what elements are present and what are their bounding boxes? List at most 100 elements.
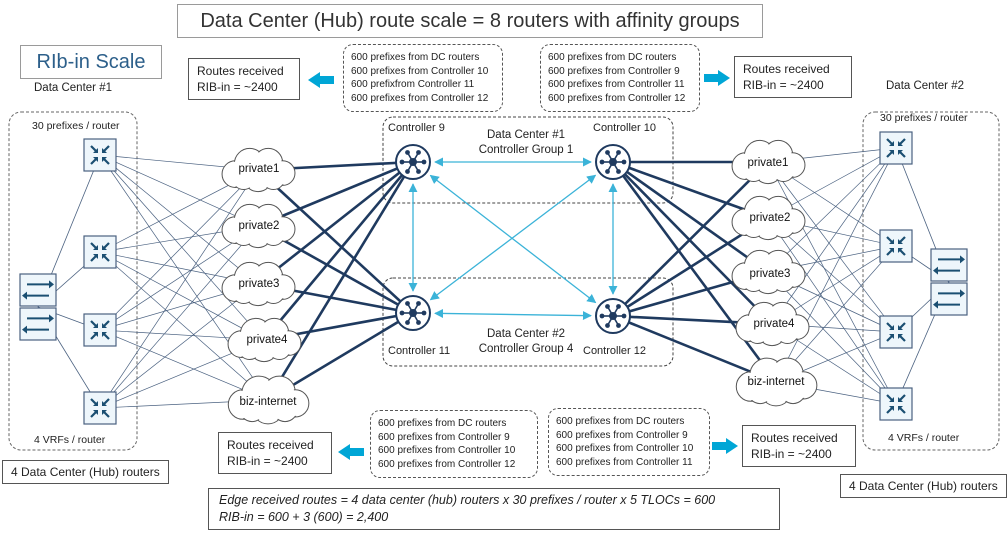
cloud-fill: [263, 281, 284, 303]
controller-core: [609, 158, 617, 166]
cloud-right-5: [735, 357, 818, 407]
cloud-fill: [263, 223, 284, 245]
router-arrowhead: [102, 401, 107, 406]
cloud-right-4: [735, 301, 810, 347]
block-arrow-bottom-left: [338, 444, 364, 460]
arrow-c10-c11: [429, 174, 597, 301]
cloud-left-2: [221, 203, 296, 249]
routes-line1: Routes received: [227, 438, 314, 452]
dc1-hubs-box: 4 Data Center (Hub) routers: [2, 460, 169, 484]
controller-core: [409, 309, 417, 317]
switch-arrowhead: [960, 255, 965, 264]
controller-dot: [405, 169, 410, 174]
router-box: [83, 235, 117, 269]
link-router-cloud-left: [99, 154, 265, 341]
prefix-line: 600 prefixes from Controller 10: [556, 443, 694, 454]
prefix-line: 600 prefixes from Controller 12: [378, 458, 516, 470]
switch-arrowhead: [933, 300, 938, 309]
link-router-cloud-left: [99, 329, 269, 401]
dc1-prefixes: 30 prefixes / router: [32, 120, 120, 132]
cloud-left-1-label: private1: [238, 163, 280, 175]
prefix-line: 600 prefixes from Controller 9: [556, 429, 688, 441]
controller-dot: [421, 159, 427, 165]
cloud-fill: [773, 215, 794, 237]
page-title: Data Center (Hub) route scale = 8 router…: [177, 4, 763, 38]
router-arrowhead: [889, 334, 894, 339]
group4-line2: Controller Group 4: [478, 343, 574, 355]
router-box: [83, 313, 117, 347]
controller-dot: [421, 310, 427, 316]
link-router-cloud-left: [99, 154, 259, 285]
cloud-left-5-label: biz-internet: [239, 396, 297, 408]
routes-line1: Routes received: [751, 431, 838, 445]
router-arrowhead: [898, 406, 903, 411]
router-arrowhead: [102, 332, 107, 337]
controller-10-label: Controller 10: [593, 122, 656, 134]
switch-box: [19, 273, 57, 307]
link-cloud-controller-right: [612, 161, 769, 317]
link-router-cloud-left: [99, 169, 259, 409]
block-arrow-top-right: [704, 70, 730, 86]
cloud-right-3-label: private3: [749, 268, 791, 280]
controller-dot: [405, 301, 410, 306]
cloud-fill: [233, 281, 254, 303]
prefix-line: 600 prefixes from DC routers: [351, 52, 480, 63]
dc2-name: Data Center #2: [886, 80, 964, 92]
router-arrowhead: [93, 332, 98, 337]
router-arrowhead: [898, 239, 903, 244]
edge-routes-formula: Edge received routes = 4 data center (hu…: [208, 488, 780, 530]
router-icon-dc1-3: [83, 313, 117, 347]
prefix-box-top-right: 600 prefixes from DC routers 600 prefixe…: [540, 44, 700, 112]
cloud-fill: [747, 321, 768, 343]
link-router-cloud-right: [767, 217, 897, 405]
routes-box-top-left: Routes received RIB-in = ~2400: [188, 58, 300, 100]
routes-line2: RIB-in = ~2400: [197, 80, 278, 94]
router-arrowhead: [102, 410, 107, 415]
router-arrowhead: [93, 148, 98, 153]
controller-11-icon: [395, 295, 431, 331]
controller-core: [409, 158, 417, 166]
routes-line1: Routes received: [743, 62, 830, 76]
group1-label: Data Center #1 Controller Group 1: [456, 128, 596, 158]
routes-line2: RIB-in = ~2400: [743, 78, 824, 92]
router-icon-dc2-3: [879, 315, 913, 349]
router-icon-dc2-4: [879, 387, 913, 421]
routes-line2: RIB-in = ~2400: [751, 447, 832, 461]
controller-dot: [399, 159, 405, 165]
dc2-region: [862, 111, 1000, 451]
link-router-cloud-left: [99, 169, 259, 331]
routes-box-bottom-right: Routes received RIB-in = ~2400: [742, 425, 856, 467]
prefix-line: 600 prefixfrom Controller 11: [351, 79, 475, 90]
router-arrowhead: [93, 323, 98, 328]
cloud-right-3: [731, 249, 806, 295]
controller-11-label: Controller 11: [388, 345, 451, 357]
link-cloud-controller-left: [266, 161, 415, 401]
router-arrowhead: [898, 334, 903, 339]
link-cloud-controller-left: [263, 161, 414, 341]
prefix-box-bottom-left: 600 prefixes from DC routers 600 prefixe…: [370, 410, 538, 478]
controller-dot: [599, 313, 605, 319]
switch-arrowhead: [933, 266, 938, 275]
prefix-line: 600 prefixes from Controller 12: [548, 92, 686, 104]
controller-dot: [605, 304, 610, 309]
cloud-fill: [273, 397, 297, 421]
prefix-line: 600 prefixes from Controller 10: [378, 445, 516, 456]
controller-dot: [399, 310, 405, 316]
cloud-fill: [743, 159, 764, 181]
link-cloud-controller-left: [257, 169, 414, 314]
rib-scale-label: RIb-in Scale: [20, 45, 162, 79]
cloud-fill: [781, 379, 805, 403]
router-icon-dc1-1: [83, 138, 117, 172]
cloud-right-4-label: private4: [753, 318, 795, 330]
router-arrowhead: [102, 157, 107, 162]
cloud-fill: [233, 223, 254, 245]
link-router-cloud-left: [99, 251, 265, 341]
link-router-cloud-left: [99, 283, 259, 409]
router-icon-dc2-2: [879, 229, 913, 263]
switch-arrowhead: [49, 314, 54, 323]
router-box: [83, 391, 117, 425]
router-arrowhead: [93, 245, 98, 250]
controller-dot: [599, 159, 605, 165]
router-arrowhead: [102, 148, 107, 153]
